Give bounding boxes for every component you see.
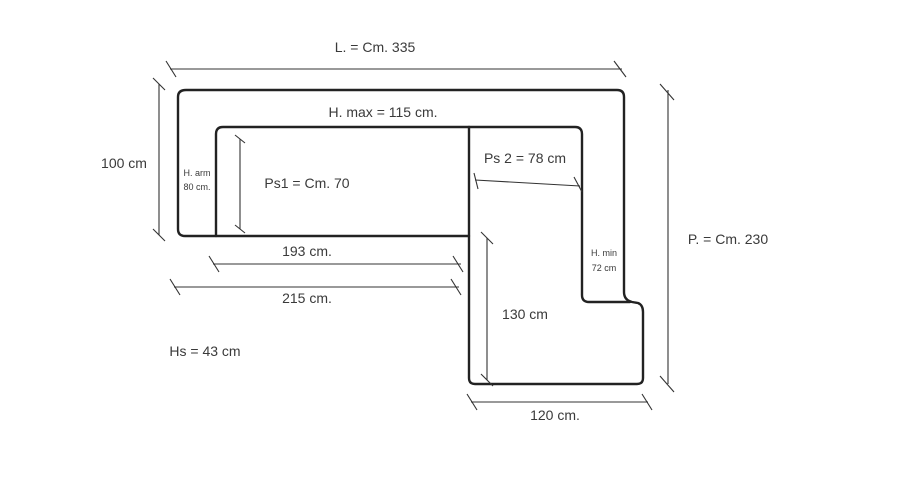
seat-depth-1-label: Ps1 = Cm. 70 <box>264 175 349 191</box>
arm-height-value: 80 cm. <box>183 182 210 192</box>
back-height-dimension-line <box>152 77 166 242</box>
min-height-title: H. min <box>591 248 617 258</box>
arm-height-title: H. arm <box>184 168 211 178</box>
seat-depth-1-dimension-line <box>234 134 246 234</box>
chaise-length-dimension-line <box>480 231 494 387</box>
seat-length-label: 193 cm. <box>282 243 332 259</box>
length-label: L. = Cm. 335 <box>335 39 416 55</box>
back-height-label: 100 cm <box>101 155 147 171</box>
sofa-outline <box>176 88 645 386</box>
chaise-length-label: 130 cm <box>502 306 548 322</box>
chaise-width-label: 120 cm. <box>530 407 580 423</box>
chaise-width-dimension-line <box>466 393 653 411</box>
section-length-dimension-line <box>169 278 462 296</box>
seat-depth-2-label: Ps 2 = 78 cm <box>484 150 566 166</box>
section-length-label: 215 cm. <box>282 290 332 306</box>
seat-depth-2-dimension-line <box>473 172 583 193</box>
depth-label: P. = Cm. 230 <box>688 231 769 247</box>
depth-dimension-line <box>659 83 675 393</box>
min-height-value: 72 cm <box>592 263 617 273</box>
back-cushion-outline <box>214 125 632 304</box>
seat-length-dimension-line <box>208 255 464 273</box>
length-dimension-line <box>165 60 627 78</box>
seat-height-label: Hs = 43 cm <box>169 343 240 359</box>
max-height-label: H. max = 115 cm. <box>328 104 437 120</box>
